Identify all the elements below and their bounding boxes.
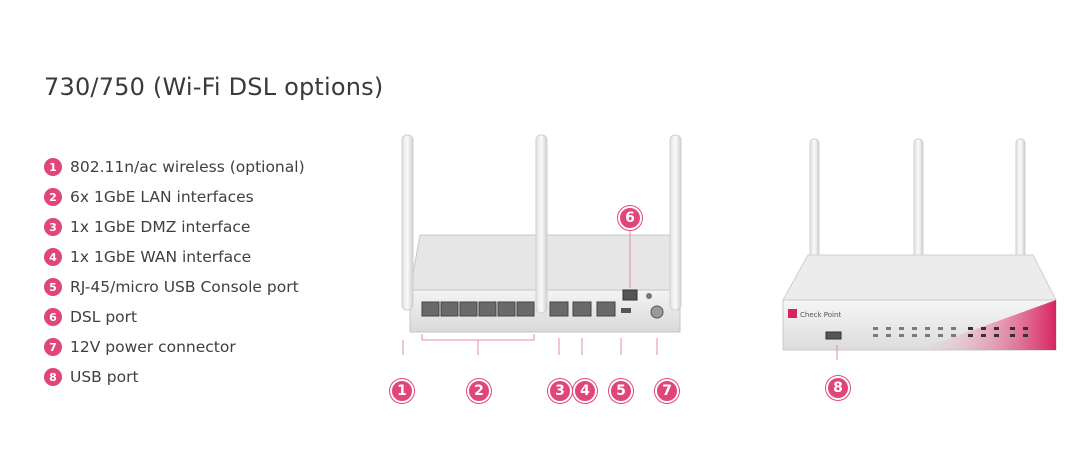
appliance-rear-view (401, 134, 682, 355)
callout-2: 2 (467, 379, 491, 403)
callout-3: 3 (548, 379, 572, 403)
number-badge: 7 (44, 338, 62, 356)
page-title: 730/750 (Wi-Fi DSL options) (44, 73, 384, 101)
lan-ports (421, 301, 535, 317)
feature-label: 6x 1GbE LAN interfaces (70, 188, 254, 206)
brand-label: Check Point (800, 311, 841, 319)
number-badge: 8 (44, 368, 62, 386)
feature-item: 1 802.11n/ac wireless (optional) (44, 152, 305, 182)
antenna (535, 134, 548, 314)
guide-lines (402, 230, 658, 355)
feature-label: 12V power connector (70, 338, 236, 356)
feature-item: 8 USB port (44, 362, 305, 392)
feature-item: 7 12V power connector (44, 332, 305, 362)
power-connector (650, 305, 664, 319)
callout-5: 5 (609, 379, 633, 403)
number-badge: 3 (44, 218, 62, 236)
feature-label: 1x 1GbE WAN interface (70, 248, 252, 266)
callout-4: 4 (573, 379, 597, 403)
feature-item: 5 RJ-45/micro USB Console port (44, 272, 305, 302)
feature-label: 1x 1GbE DMZ interface (70, 218, 251, 236)
feature-label: USB port (70, 368, 139, 386)
callout-8: 8 (826, 376, 850, 400)
feature-label: RJ-45/micro USB Console port (70, 278, 299, 296)
callout-6: 6 (618, 206, 642, 230)
feature-label: 802.11n/ac wireless (optional) (70, 158, 305, 176)
appliance-front-view: Check Point (782, 138, 1057, 360)
feature-item: 4 1x 1GbE WAN interface (44, 242, 305, 272)
dsl-port (622, 289, 638, 301)
feature-item: 2 6x 1GbE LAN interfaces (44, 182, 305, 212)
callout-1: 1 (390, 379, 414, 403)
antenna (809, 138, 820, 262)
antenna (401, 134, 414, 311)
antenna (1015, 138, 1026, 262)
antenna (669, 134, 682, 311)
antenna (913, 138, 924, 262)
feature-item: 6 DSL port (44, 302, 305, 332)
feature-label: DSL port (70, 308, 138, 326)
callout-7: 7 (655, 379, 679, 403)
number-badge: 5 (44, 278, 62, 296)
wan-port (572, 301, 592, 317)
console-port (596, 301, 616, 317)
usb-port (825, 331, 842, 340)
micro-usb-port (621, 308, 631, 313)
feature-list: 1 802.11n/ac wireless (optional) 2 6x 1G… (44, 152, 305, 392)
number-badge: 6 (44, 308, 62, 326)
case-top (782, 254, 1057, 301)
brand-logo-mark (788, 309, 797, 318)
dmz-port (549, 301, 569, 317)
number-badge: 1 (44, 158, 62, 176)
reset-button (646, 293, 652, 299)
feature-item: 3 1x 1GbE DMZ interface (44, 212, 305, 242)
number-badge: 4 (44, 248, 62, 266)
number-badge: 2 (44, 188, 62, 206)
status-leds (873, 327, 1028, 337)
brand-stripe (918, 300, 1056, 350)
